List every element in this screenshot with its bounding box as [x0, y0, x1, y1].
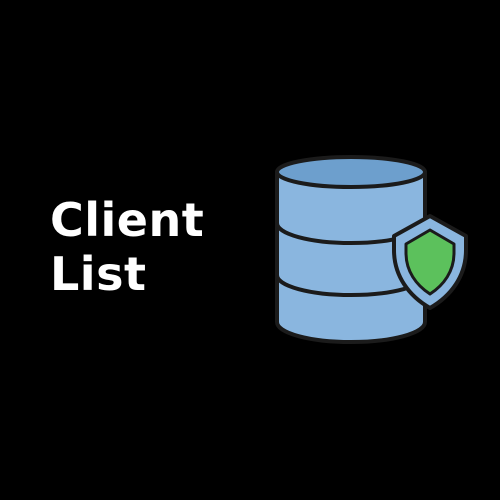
database-shield-icon	[275, 155, 468, 344]
title-line-2: List	[50, 247, 147, 301]
shield-icon	[392, 214, 468, 310]
title-line-1: Client	[50, 193, 205, 247]
page-title: Client List	[50, 193, 204, 301]
database-icon	[275, 155, 427, 344]
